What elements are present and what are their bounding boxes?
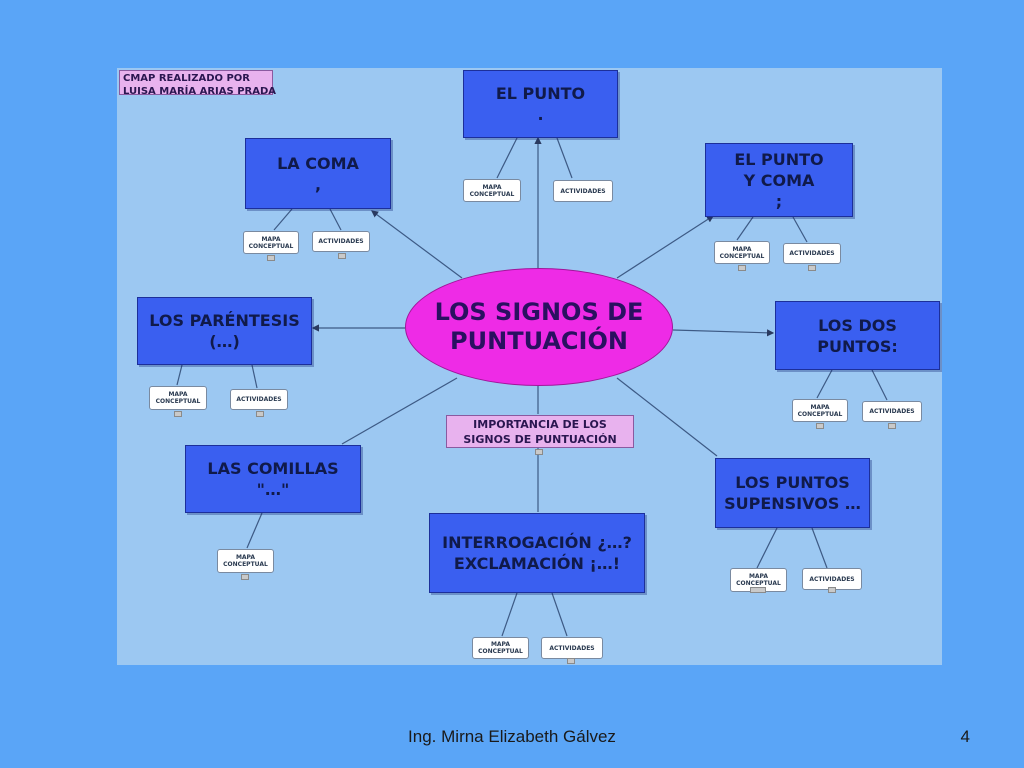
concept-map: CMAP REALIZADO POR LUISA MARÍA ARIAS PRA… [117,68,942,665]
node-punto-y-coma-line-2: Y COMA [743,170,815,190]
node-puntos-suspensivos[interactable]: LOS PUNTOS SUPENSIVOS … [715,458,870,528]
node-punto-y-coma[interactable]: EL PUNTO Y COMA ; [705,143,853,217]
mapa-chip-line-1: MAPA [168,391,188,398]
actividades-chip-label: ACTIVIDADES [809,575,855,583]
node-la-coma[interactable]: LA COMA , [245,138,391,209]
actividades-chip-parentesis[interactable]: ACTIVIDADES [230,389,288,410]
importance-doc-icon[interactable] [535,449,543,455]
document-icon[interactable] [174,411,182,417]
main-concept-line-1: LOS SIGNOS DE [434,298,644,326]
mapa-conceptual-chip-interrogacion[interactable]: MAPA CONCEPTUAL [472,637,529,659]
importance-line-1: IMPORTANCIA DE LOS [473,418,607,431]
document-icon[interactable] [828,587,836,593]
node-punto-y-coma-line-3: ; [775,191,783,211]
mapa-chip-line-1: MAPA [810,403,830,411]
node-parentesis-line-2: (…) [209,332,240,351]
node-el-punto[interactable]: EL PUNTO . [463,70,618,138]
node-parentesis-line-1: LOS PARÉNTESIS [149,311,300,330]
node-parentesis[interactable]: LOS PARÉNTESIS (…) [137,297,312,365]
node-comillas-line-2: "…" [256,480,290,499]
mapa-conceptual-chip-puntos-suspensivos[interactable]: MAPA CONCEPTUAL [730,568,787,592]
actividades-chip-label: ACTIVIDADES [560,187,606,195]
node-interrogacion-exclamacion[interactable]: INTERROGACIÓN ¿…? EXCLAMACIÓN ¡…! [429,513,645,593]
node-comillas[interactable]: LAS COMILLAS "…" [185,445,361,513]
mapa-chip-line-1: MAPA [732,245,752,253]
document-icon[interactable] [256,411,264,417]
node-la-coma-line-1: LA COMA [277,153,359,173]
credit-line-2: LUISA MARÍA ARIAS PRADA [123,86,277,97]
node-dos-puntos-line-2: PUNTOS: [817,336,898,356]
mapa-chip-line-2: CONCEPTUAL [719,252,765,260]
node-dos-puntos[interactable]: LOS DOS PUNTOS: [775,301,940,370]
actividades-chip-label: ACTIVIDADES [236,396,282,403]
document-icon[interactable] [267,255,275,261]
credit-line-1: CMAP REALIZADO POR [123,73,251,84]
main-concept[interactable]: LOS SIGNOS DE PUNTUACIÓN [405,268,673,386]
mapa-chip-line-2: CONCEPTUAL [469,190,515,198]
node-el-punto-line-2: . [537,105,544,124]
mapa-chip-line-1: MAPA [235,554,256,561]
connector-lines [176,136,888,637]
actividades-chip-interrogacion[interactable]: ACTIVIDADES [541,637,603,659]
document-icon[interactable] [750,587,766,593]
document-icon[interactable] [738,265,746,271]
mapa-chip-line-2: CONCEPTUAL [736,580,781,587]
main-concept-line-2: PUNTUACIÓN [450,327,628,355]
mapa-chip-line-2: CONCEPTUAL [248,242,294,250]
actividades-chip-label: ACTIVIDADES [318,238,364,245]
actividades-chip-punto-y-coma[interactable]: ACTIVIDADES [783,243,841,264]
mapa-chip-line-1: MAPA [748,573,769,580]
importance-label[interactable]: IMPORTANCIA DE LOS SIGNOS DE PUNTUACIÓN [446,415,634,448]
actividades-chip-label: ACTIVIDADES [789,250,835,257]
mapa-chip-line-2: CONCEPTUAL [155,398,201,405]
document-icon[interactable] [816,423,824,429]
footer-author: Ing. Mirna Elizabeth Gálvez [408,727,616,746]
actividades-chip-label: ACTIVIDADES [869,408,915,415]
document-icon[interactable] [808,265,816,271]
document-icon[interactable] [241,574,249,580]
node-interrogacion-line-2: EXCLAMACIÓN ¡…! [453,554,621,573]
actividades-chip-label: ACTIVIDADES [549,644,595,652]
mapa-conceptual-chip-dos-puntos[interactable]: MAPA CONCEPTUAL [792,399,848,422]
mapa-chip-line-1: MAPA [490,641,511,648]
node-la-coma-line-2: , [314,174,322,194]
actividades-chip-dos-puntos[interactable]: ACTIVIDADES [862,401,922,422]
node-interrogacion-line-1: INTERROGACIÓN ¿…? [442,533,632,552]
node-el-punto-line-1: EL PUNTO [495,84,586,103]
actividades-chip-la-coma[interactable]: ACTIVIDADES [312,231,370,252]
document-icon[interactable] [888,423,896,429]
mapa-conceptual-chip-punto-y-coma[interactable]: MAPA CONCEPTUAL [714,241,770,264]
node-comillas-line-1: LAS COMILLAS [207,459,339,478]
slide-number: 4 [960,727,970,746]
mapa-chip-line-2: CONCEPTUAL [223,561,268,568]
importance-line-2: SIGNOS DE PUNTUACIÓN [463,433,617,446]
node-puntos-suspensivos-line-2: SUPENSIVOS … [724,494,861,513]
node-dos-puntos-line-1: LOS DOS [818,315,897,335]
mapa-chip-line-2: CONCEPTUAL [478,648,523,655]
document-icon[interactable] [338,253,346,259]
mapa-conceptual-chip-parentesis[interactable]: MAPA CONCEPTUAL [149,386,207,410]
node-puntos-suspensivos-line-1: LOS PUNTOS [735,473,850,492]
mapa-conceptual-chip-el-punto[interactable]: MAPA CONCEPTUAL [463,179,521,202]
node-punto-y-coma-line-1: EL PUNTO [734,149,824,169]
mapa-conceptual-chip-la-coma[interactable]: MAPA CONCEPTUAL [243,231,299,254]
credit-label: CMAP REALIZADO POR LUISA MARÍA ARIAS PRA… [119,70,277,97]
mapa-chip-line-2: CONCEPTUAL [797,410,843,418]
mapa-conceptual-chip-comillas[interactable]: MAPA CONCEPTUAL [217,549,274,573]
actividades-chip-el-punto[interactable]: ACTIVIDADES [553,180,613,202]
mapa-chip-line-1: MAPA [482,183,502,191]
mapa-chip-line-1: MAPA [261,235,281,243]
document-icon[interactable] [567,658,575,664]
